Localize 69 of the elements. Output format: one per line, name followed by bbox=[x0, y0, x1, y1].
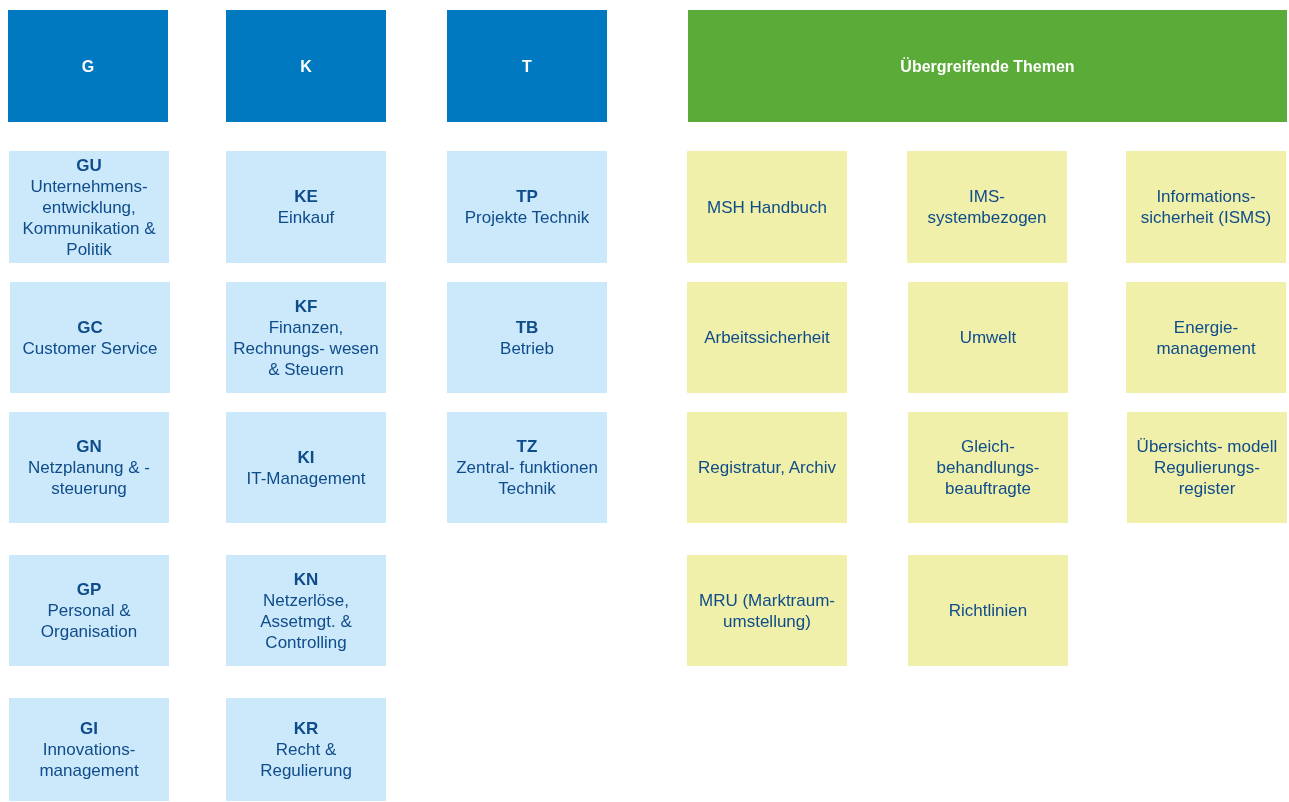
unit-box bbox=[226, 282, 386, 393]
topic-box bbox=[1126, 151, 1286, 263]
unit-box bbox=[447, 151, 607, 263]
unit-name: Netzplanung & -steuerung bbox=[27, 457, 151, 499]
header-box bbox=[447, 10, 607, 122]
topic-name: Gleich- behandlungs- beauftragte bbox=[935, 436, 1041, 499]
topic-name: MSH Handbuch bbox=[707, 196, 827, 218]
unit-name: Projekte Technik bbox=[464, 207, 590, 228]
unit-box bbox=[9, 698, 169, 801]
header-box bbox=[8, 10, 168, 122]
topic-box bbox=[908, 412, 1068, 523]
topic-name: Übersichts- modell Regulierungs- register bbox=[1135, 436, 1279, 499]
unit-name: Netzerlöse, Assetmgt. & Controlling bbox=[259, 589, 353, 653]
unit-box bbox=[447, 282, 607, 393]
topic-box bbox=[687, 282, 847, 393]
unit-name: IT-Management bbox=[246, 467, 366, 489]
header-title: K bbox=[300, 56, 312, 77]
unit-name: Personal & Organisation bbox=[39, 600, 139, 642]
topic-name: Informations- sicherheit (ISMS) bbox=[1139, 186, 1273, 228]
unit-name: Unternehmens- entwicklung, Kommunikation & Politik bbox=[21, 175, 157, 260]
header-box bbox=[226, 10, 386, 122]
topic-box bbox=[1126, 282, 1286, 393]
unit-box bbox=[226, 151, 386, 263]
unit-code: KR bbox=[293, 718, 319, 739]
unit-box bbox=[9, 412, 169, 523]
unit-box bbox=[9, 555, 169, 666]
unit-name: Einkauf bbox=[277, 207, 335, 228]
unit-box bbox=[9, 151, 169, 263]
unit-name: Innovations- management bbox=[38, 739, 140, 781]
unit-code: TP bbox=[516, 186, 538, 207]
unit-code: KI bbox=[297, 446, 315, 468]
unit-name: Betrieb bbox=[500, 337, 554, 359]
unit-code: TB bbox=[515, 316, 539, 338]
topic-name: IMS- systembezogen bbox=[926, 186, 1048, 228]
topic-box bbox=[908, 282, 1068, 393]
unit-code: KN bbox=[293, 568, 319, 590]
unit-code: KF bbox=[294, 295, 318, 317]
header-title: Übergreifende Themen bbox=[900, 56, 1075, 77]
topic-box bbox=[687, 555, 847, 666]
unit-box bbox=[226, 412, 386, 523]
unit-name: Customer Service bbox=[22, 337, 158, 359]
unit-code: TZ bbox=[516, 436, 538, 457]
topic-box bbox=[1127, 412, 1287, 523]
unit-name: Finanzen, Rechnungs- wesen & Steuern bbox=[232, 316, 380, 380]
unit-code: KE bbox=[294, 186, 318, 207]
topic-name: Energie- management bbox=[1155, 316, 1257, 359]
topic-name: MRU (Marktraum- umstellung) bbox=[698, 589, 836, 632]
header-title: G bbox=[81, 56, 95, 77]
topic-box bbox=[687, 151, 847, 263]
unit-code: GN bbox=[76, 436, 102, 457]
unit-code: GC bbox=[77, 316, 103, 338]
unit-box bbox=[447, 412, 607, 523]
unit-code: GU bbox=[76, 154, 102, 176]
topic-box bbox=[687, 412, 847, 523]
unit-box bbox=[226, 555, 386, 666]
unit-code: GP bbox=[76, 579, 102, 600]
topic-name: Registratur, Archiv bbox=[698, 457, 836, 478]
unit-box bbox=[226, 698, 386, 801]
unit-code: GI bbox=[80, 718, 98, 739]
topic-name: Arbeitssicherheit bbox=[704, 327, 830, 348]
topic-box bbox=[907, 151, 1067, 263]
topic-box bbox=[908, 555, 1068, 666]
topic-name: Umwelt bbox=[959, 327, 1017, 348]
unit-name: Recht & Regulierung bbox=[259, 739, 353, 781]
unit-box bbox=[10, 282, 170, 393]
header-box bbox=[688, 10, 1287, 122]
unit-name: Zentral- funktionen Technik bbox=[455, 457, 599, 499]
header-title: T bbox=[522, 56, 532, 77]
topic-name: Richtlinien bbox=[948, 600, 1028, 621]
